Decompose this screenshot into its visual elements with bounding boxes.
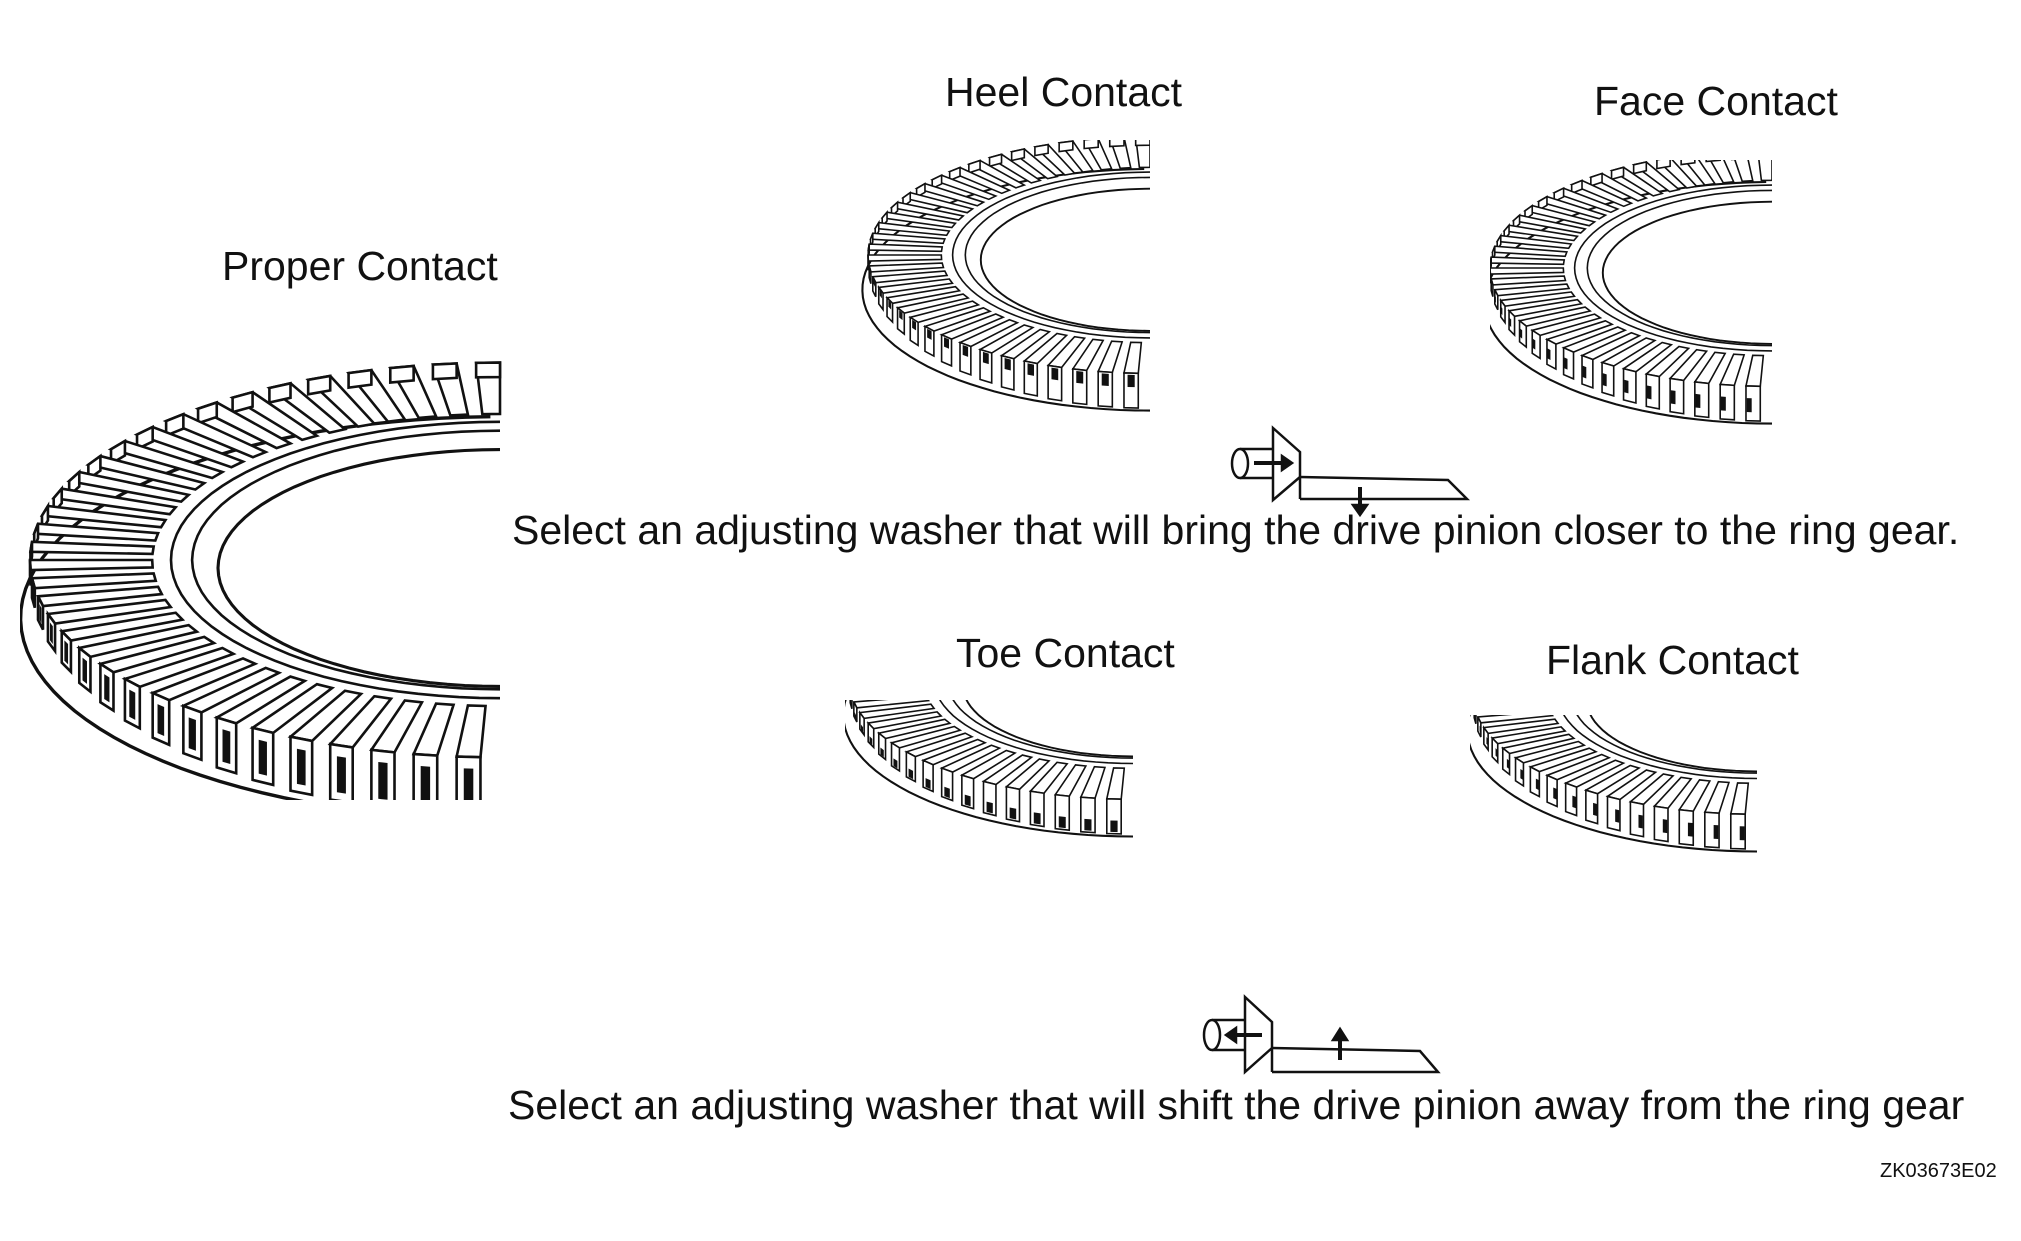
face-contact-label: Face Contact <box>1594 78 1838 124</box>
proper-contact-gear <box>20 361 502 800</box>
heel-contact-gear <box>861 140 1150 412</box>
pinion-closer-symbol <box>1230 425 1471 518</box>
gear-rim <box>845 700 1133 838</box>
face-contact-gear <box>1490 160 1772 425</box>
gear-rim <box>1470 715 1757 853</box>
flank-contact-gear <box>1470 715 1757 853</box>
proper-contact-label: Proper Contact <box>222 243 498 289</box>
instruction-away: Select an adjusting washer that will shi… <box>508 1082 1965 1128</box>
instruction-closer: Select an adjusting washer that will bri… <box>512 507 1960 553</box>
heel-contact-label: Heel Contact <box>945 69 1183 115</box>
pinion-away-symbol <box>1202 994 1441 1075</box>
toe-contact-gear <box>845 700 1133 838</box>
toe-contact-label: Toe Contact <box>956 630 1175 676</box>
figure-code: ZK03673E02 <box>1880 1160 1997 1182</box>
flank-contact-label: Flank Contact <box>1546 637 1799 683</box>
